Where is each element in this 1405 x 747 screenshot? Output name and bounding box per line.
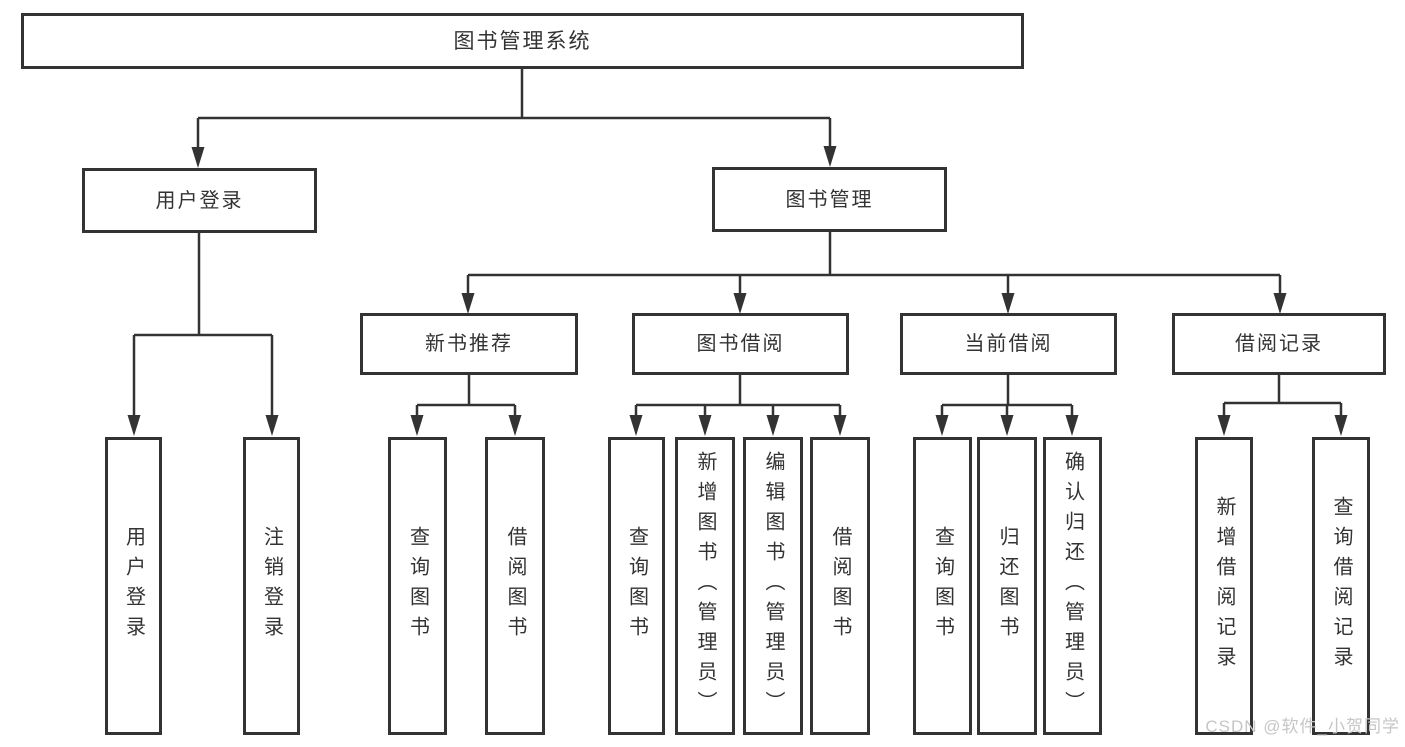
tree-branch-lines bbox=[134, 69, 1341, 407]
leaf-query-book-recommend: 查询图书 bbox=[388, 437, 447, 735]
node-label: 新书推荐 bbox=[425, 333, 513, 355]
node-label: 编辑图书（管理员） bbox=[762, 451, 784, 721]
node-label: 用户登录 bbox=[155, 189, 244, 212]
node-current-borrow: 当前借阅 bbox=[900, 313, 1117, 375]
node-label: 查询图书 bbox=[931, 526, 954, 646]
node-label: 查询借阅记录 bbox=[1330, 496, 1352, 676]
node-label: 借阅记录 bbox=[1235, 333, 1323, 355]
node-borrow-record: 借阅记录 bbox=[1172, 313, 1386, 375]
node-label: 图书管理 bbox=[785, 188, 874, 211]
node-label: 注销登录 bbox=[260, 526, 283, 646]
node-user-login: 用户登录 bbox=[82, 168, 317, 233]
node-label: 确认归还（管理员） bbox=[1061, 451, 1084, 721]
leaf-add-book-admin: 新增图书（管理员） bbox=[675, 437, 735, 735]
leaf-query-book-borrow: 查询图书 bbox=[608, 437, 665, 735]
node-label: 图书管理系统 bbox=[453, 29, 592, 53]
arrowheads bbox=[127, 118, 1348, 436]
node-new-book-recommend: 新书推荐 bbox=[360, 313, 578, 375]
node-book-borrow: 图书借阅 bbox=[632, 313, 849, 375]
node-library-system: 图书管理系统 bbox=[21, 13, 1024, 69]
node-label: 查询图书 bbox=[625, 526, 648, 646]
node-label: 图书借阅 bbox=[696, 333, 785, 355]
leaf-query-borrow-record: 查询借阅记录 bbox=[1312, 437, 1370, 735]
leaf-query-book-current: 查询图书 bbox=[913, 437, 972, 735]
leaf-return-book: 归还图书 bbox=[977, 437, 1037, 735]
node-label: 借阅图书 bbox=[829, 526, 851, 646]
node-label: 新增图书（管理员） bbox=[694, 451, 716, 721]
leaf-confirm-return-admin: 确认归还（管理员） bbox=[1043, 437, 1102, 735]
node-label: 新增借阅记录 bbox=[1213, 496, 1235, 676]
leaf-logout: 注销登录 bbox=[243, 437, 300, 735]
leaf-borrow-book-recommend: 借阅图书 bbox=[485, 437, 545, 735]
node-label: 查询图书 bbox=[406, 526, 429, 646]
leaf-user-login: 用户登录 bbox=[105, 437, 162, 735]
leaf-borrow-book: 借阅图书 bbox=[810, 437, 870, 735]
watermark: CSDN @软件_小贺同学 bbox=[1205, 717, 1400, 736]
node-label: 借阅图书 bbox=[504, 526, 526, 646]
leaf-add-borrow-record: 新增借阅记录 bbox=[1195, 437, 1253, 735]
node-label: 用户登录 bbox=[122, 526, 145, 646]
node-book-management: 图书管理 bbox=[712, 167, 947, 232]
leaf-edit-book-admin: 编辑图书（管理员） bbox=[743, 437, 803, 735]
node-label: 当前借阅 bbox=[964, 333, 1053, 355]
node-label: 归还图书 bbox=[996, 526, 1018, 646]
